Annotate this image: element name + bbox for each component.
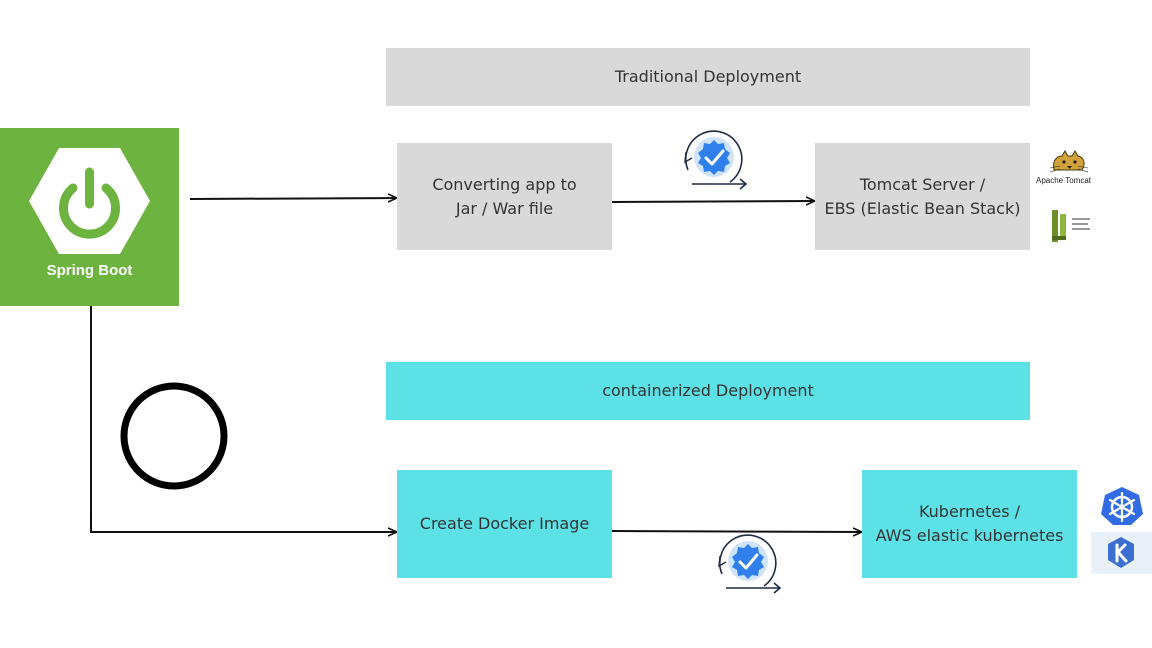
- deploy-check-icon-2: [718, 534, 782, 594]
- power-icon: [29, 148, 150, 254]
- tomcat-server-text: Tomcat Server / EBS (Elastic Bean Stack): [824, 174, 1021, 218]
- eks-logo: [1091, 532, 1152, 574]
- converting-app-text: Converting app to Jar / War file: [432, 174, 577, 218]
- traditional-header-text: Traditional Deployment: [614, 67, 802, 86]
- kubernetes-text: Kubernetes / AWS elastic kubernetes: [875, 502, 1064, 545]
- elastic-beanstalk-logo: [1052, 210, 1090, 242]
- kubernetes-box: Kubernetes / AWS elastic kubernetes: [862, 470, 1077, 578]
- converting-app-box: Converting app to Jar / War file: [397, 143, 612, 250]
- spring-boot-label: Spring Boot: [46, 262, 133, 279]
- arrow-spring-to-jar: [189, 198, 397, 199]
- kubernetes-logo: [1101, 487, 1143, 525]
- containerized-deployment-header: containerized Deployment: [386, 362, 1030, 420]
- apache-tomcat-logo-text: Apache Tomcat: [1036, 176, 1091, 185]
- containerized-header-text: containerized Deployment: [602, 381, 814, 400]
- traditional-deployment-header: Traditional Deployment: [386, 48, 1030, 106]
- create-docker-image-box: Create Docker Image: [397, 470, 612, 578]
- arrow-docker-to-k8s: [611, 531, 862, 532]
- spring-boot-tile: Spring Boot: [0, 128, 179, 306]
- apache-tomcat-logo: [1049, 150, 1088, 173]
- tomcat-server-box: Tomcat Server / EBS (Elastic Bean Stack): [815, 143, 1030, 250]
- create-docker-image-text: Create Docker Image: [419, 514, 590, 533]
- deploy-check-icon: [684, 130, 748, 190]
- arrow-jar-to-tomcat: [611, 201, 815, 202]
- ring-icon: [120, 382, 228, 490]
